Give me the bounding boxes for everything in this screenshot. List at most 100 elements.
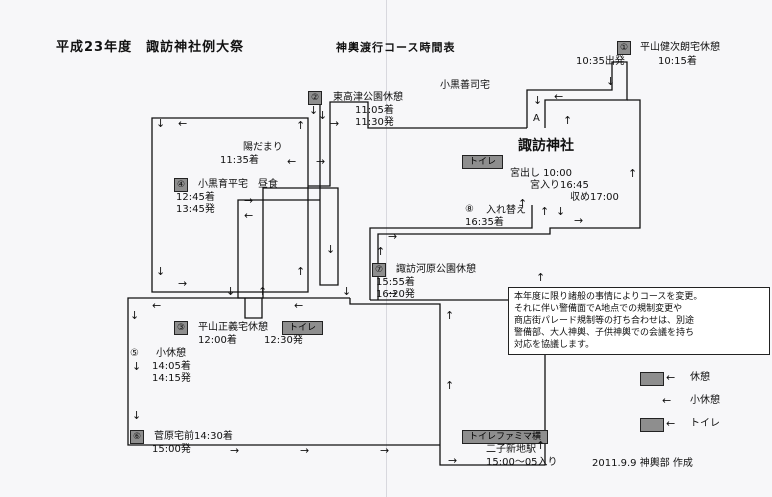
arrow-down-icon: ↓	[156, 117, 166, 130]
stop-7-arrival: 15:55着	[376, 277, 415, 288]
stop-3-departure: 12:30発	[264, 335, 303, 346]
stop-3-toilet-tag: トイレ	[282, 321, 324, 335]
hidamari-arrival: 11:35着	[220, 155, 259, 166]
shrine-finish-time: 収め17:00	[570, 192, 619, 203]
stop-2-departure: 11:30発	[355, 117, 394, 128]
stop-1-badge: ①	[617, 41, 631, 55]
arrow-right-icon: →	[330, 117, 340, 130]
arrow-up-icon: ↑	[536, 271, 546, 284]
legend-toilet-arrow-icon: ←	[666, 417, 676, 430]
footer-credit: 2011.9.9 神輿部 作成	[592, 458, 693, 469]
legend-short-rest-arrow-icon: ←	[662, 394, 672, 407]
stop-5-departure: 14:15発	[152, 373, 191, 384]
stop-6-departure: 15:00発	[152, 444, 191, 455]
route-change-notice: 本年度に限り諸般の事情によりコースを変更。 それに伴い警備面でA地点での規制変更…	[508, 287, 770, 355]
stop-6-badge: ⑥	[130, 430, 144, 444]
stop-3-arrival: 12:00着	[198, 335, 237, 346]
arrow-down-icon: ↓	[309, 104, 319, 117]
stop-2-badge: ②	[308, 91, 322, 105]
legend-rest-swatch	[640, 372, 664, 386]
page-title: 平成23年度 諏訪神社例大祭	[56, 40, 245, 55]
arrow-left-icon: ←	[287, 155, 297, 168]
legend-toilet-swatch	[640, 418, 664, 432]
arrow-down-icon: ↓	[130, 309, 140, 322]
stop-4-badge: ④	[174, 178, 188, 192]
route-line-1	[526, 61, 628, 128]
arrow-right-icon: →	[448, 454, 458, 467]
arrow-up-icon: ↑	[376, 245, 386, 258]
stop-7-departure: 16:20発	[376, 289, 415, 300]
stop-7-badge: ⑦	[372, 263, 386, 277]
arrow-up-icon: ↑	[563, 114, 573, 127]
legend-rest-arrow-icon: ←	[666, 371, 676, 384]
station-name: 二子新地駅	[486, 444, 536, 455]
shrine-depart-time: 宮出し 10:00	[510, 168, 572, 179]
arrow-right-icon: →	[178, 277, 188, 290]
stop-5-badge: ⑤	[130, 348, 139, 359]
stop-1-name: 平山健次朗宅休憩	[640, 42, 720, 53]
route-line-2	[151, 101, 527, 293]
arrow-down-icon: ↓	[556, 205, 566, 218]
stop-8-arrival: 16:35着	[465, 217, 504, 228]
arrow-up-icon: ↑	[445, 309, 455, 322]
stop-5-arrival: 14:05着	[152, 361, 191, 372]
route-line-8	[377, 99, 641, 300]
stop-3-name: 平山正義宅休憩	[198, 322, 268, 333]
arrow-down-icon: ↓	[226, 285, 236, 298]
stop-3-badge: ③	[174, 321, 188, 335]
station-toilet-tag: トイレファミマ横	[462, 430, 549, 444]
arrow-down-icon: ↓	[156, 265, 166, 278]
arrow-up-icon: ↑	[445, 379, 455, 392]
arrow-right-icon: →	[388, 230, 398, 243]
stop-4-name: 小黒育平宅 昼食	[198, 179, 278, 190]
hidamari-label: 陽だまり	[243, 142, 283, 153]
arrow-up-icon: ↑	[258, 285, 268, 298]
legend-toilet-label: トイレ	[690, 418, 720, 429]
stop-6-name: 菅原宅前14:30着	[154, 431, 233, 442]
stop-1-arrival: 10:15着	[658, 56, 697, 67]
page-subtitle: 神輿渡行コース時間表	[336, 41, 456, 54]
arrow-right-icon: →	[300, 444, 310, 457]
route-line-4	[244, 298, 263, 319]
point-a-label: A	[533, 113, 540, 124]
shrine-enter-time: 宮入り16:45	[530, 180, 589, 191]
stop-4-arrival: 12:45着	[176, 192, 215, 203]
stop-2-name: 東高津公園休憩	[333, 92, 403, 103]
stop-2-arrival: 11:05着	[355, 105, 394, 116]
shrine-toilet-tag: トイレ	[462, 155, 504, 169]
stop-8-name: 入れ替え	[486, 205, 526, 216]
stop-1-departure: 10:35出発	[576, 56, 625, 67]
route-line-7	[369, 205, 533, 300]
stop-4-departure: 13:45発	[176, 204, 215, 215]
paper-fold-line	[386, 0, 387, 497]
arrow-left-icon: ←	[554, 90, 564, 103]
route-line-5	[127, 297, 440, 446]
arrow-up-icon: ↑	[628, 167, 638, 180]
arrow-right-icon: →	[380, 444, 390, 457]
station-arrival-time: 15:00〜05入り	[486, 457, 558, 468]
arrow-up-icon: ↑	[536, 439, 546, 452]
arrow-right-icon: →	[316, 155, 326, 168]
route-line-3	[237, 102, 339, 299]
arrow-right-icon: →	[574, 214, 584, 227]
legend-short-rest-label: 小休憩	[690, 395, 720, 406]
arrow-down-icon: ↓	[326, 243, 336, 256]
arrow-left-icon: ←	[178, 117, 188, 130]
arrow-right-icon: →	[388, 287, 398, 300]
arrow-left-icon: ←	[152, 299, 162, 312]
shrine-name: 諏訪神社	[518, 138, 574, 154]
legend-rest-label: 休憩	[690, 372, 710, 383]
arrow-down-icon: ↓	[132, 409, 142, 422]
arrow-down-icon: ↓	[342, 285, 352, 298]
arrow-right-icon: →	[230, 444, 240, 457]
arrow-down-icon: ↓	[533, 94, 543, 107]
stop-8-badge: ⑧	[465, 204, 474, 215]
stop-7-name: 諏訪河原公園休憩	[396, 264, 476, 275]
arrow-down-icon: ↓	[606, 75, 616, 88]
arrow-down-icon: ↓	[318, 109, 328, 122]
stop-5-name: 小休憩	[156, 348, 186, 359]
arrow-up-icon: ↑	[296, 265, 306, 278]
arrow-left-icon: ←	[294, 299, 304, 312]
arrow-up-icon: ↑	[296, 119, 306, 132]
arrow-right-icon: →	[244, 194, 254, 207]
